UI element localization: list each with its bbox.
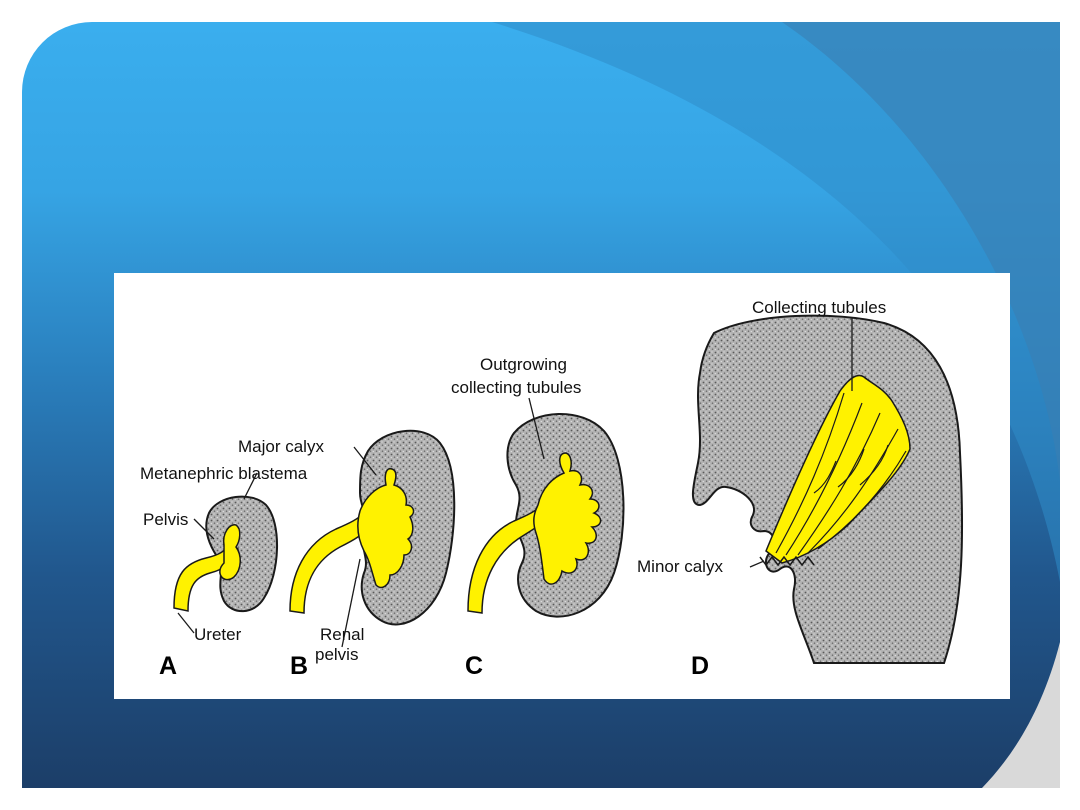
label-pelvis: Pelvis — [143, 510, 189, 529]
stage-label-d: D — [691, 652, 710, 680]
stage-label-c: C — [465, 652, 484, 680]
label-major-calyx: Major calyx — [238, 437, 324, 456]
minor-calyx-teeth — [759, 555, 815, 567]
kidney-development-diagram — [173, 314, 964, 664]
label-minor-calyx: Minor calyx — [637, 557, 723, 576]
tubule-lines-d — [775, 392, 907, 556]
label-outgrowing-line2: collecting tubules — [451, 378, 582, 397]
label-renal-pelvis-line1: Renal — [320, 625, 365, 644]
label-ureter: Ureter — [194, 625, 242, 644]
stage-d-kidney — [692, 314, 964, 664]
leader-lines — [177, 318, 853, 648]
label-renal-pelvis-line2: pelvis — [315, 645, 359, 664]
collecting-tubules-d — [765, 374, 911, 564]
renal-pelvis-b — [357, 467, 415, 589]
stage-c-kidney — [467, 413, 625, 618]
label-collecting-tubules: Collecting tubules — [752, 298, 887, 317]
slide-background: Major calyx Metanephric blastema Pelvis … — [22, 22, 1060, 788]
stage-a-kidney — [173, 495, 279, 613]
outgrowing-tubules-c — [533, 452, 602, 585]
stage-b-kidney — [289, 429, 456, 626]
figure-panel: Major calyx Metanephric blastema Pelvis … — [114, 273, 1010, 699]
swoosh-decoration — [492, 22, 1060, 788]
pelvis-a-bud — [219, 524, 241, 581]
label-metanephric-blastema: Metanephric blastema — [140, 464, 308, 483]
stage-label-a: A — [159, 652, 178, 680]
stage-label-b: B — [290, 652, 309, 680]
label-outgrowing-line1: Outgrowing — [480, 355, 567, 374]
